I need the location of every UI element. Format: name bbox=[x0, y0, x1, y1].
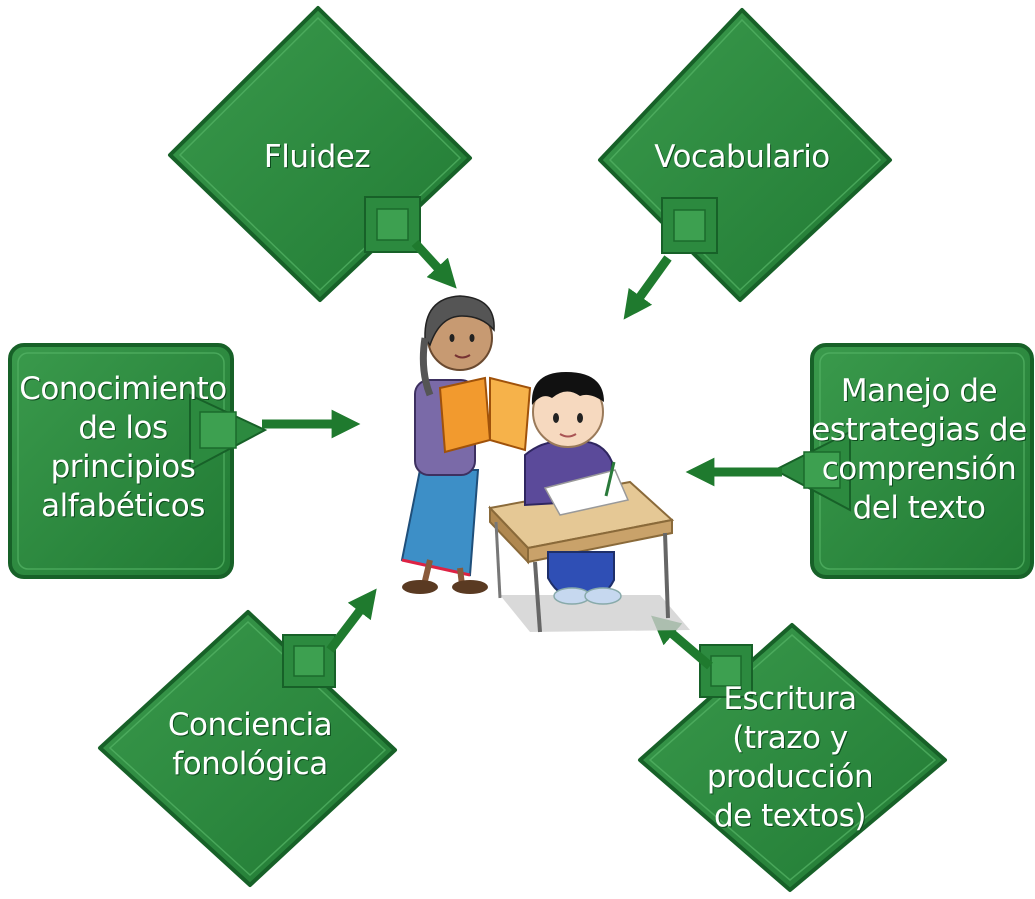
node-fluidez bbox=[168, 6, 472, 302]
arrow-vocabulario bbox=[623, 255, 672, 320]
children-reading-illustration bbox=[400, 295, 690, 633]
conocimiento-tab-icon bbox=[189, 393, 268, 472]
escritura-tab-icon bbox=[699, 644, 753, 698]
arrow-escritura bbox=[651, 615, 713, 670]
node-manejo bbox=[772, 343, 1034, 579]
node-conocimiento bbox=[8, 343, 268, 579]
node-conciencia bbox=[98, 610, 397, 887]
node-escritura bbox=[638, 623, 947, 892]
vocabulario-tab-icon bbox=[661, 197, 718, 254]
node-vocabulario bbox=[598, 8, 892, 302]
arrow-conciencia bbox=[326, 588, 377, 653]
fluidez-tab-icon bbox=[364, 196, 421, 253]
manejo-tab-icon bbox=[772, 430, 851, 512]
arrow-fluidez bbox=[411, 239, 457, 289]
conciencia-tab-icon bbox=[282, 634, 336, 688]
